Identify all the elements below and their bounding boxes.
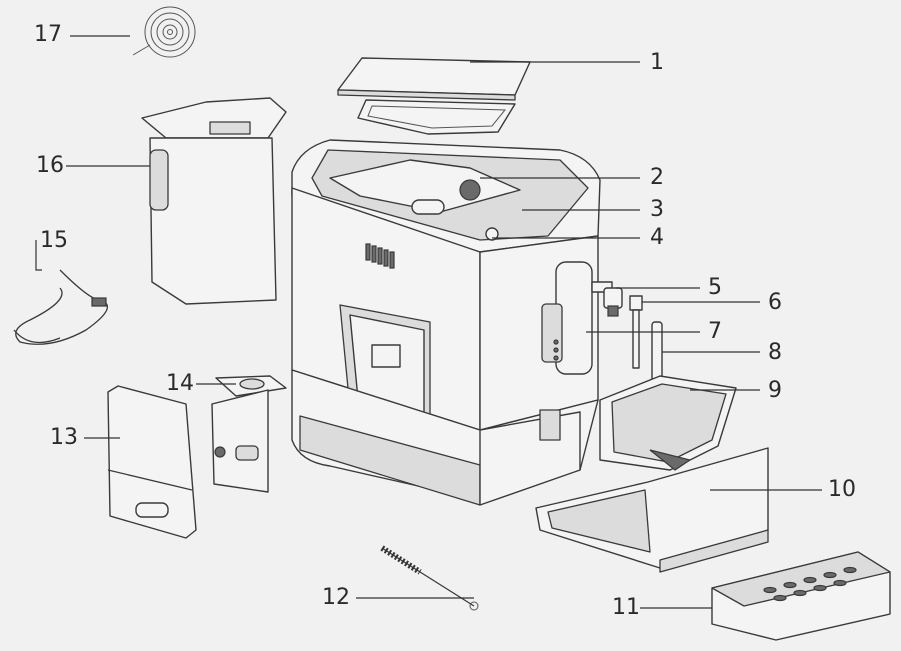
callout-16: 16 (36, 153, 64, 178)
part-16-water-tank (141, 97, 287, 305)
callout-13: 13 (50, 425, 78, 450)
vent-slots (365, 243, 395, 269)
callout-5: 5 (708, 275, 722, 300)
callout-14: 14 (166, 371, 194, 396)
callout-4: 4 (650, 225, 664, 250)
part-5-nozzle (603, 287, 623, 317)
part-1-lid (337, 57, 531, 135)
callout-10: 10 (828, 477, 856, 502)
part-11-grille (711, 551, 891, 641)
part-9-grounds-container (599, 375, 737, 471)
part-7-frother (541, 261, 613, 375)
callout-11: 11 (612, 595, 640, 620)
part-6-tip (629, 295, 643, 369)
callout-2: 2 (650, 165, 664, 190)
part-15-power-cord (13, 269, 109, 345)
callout-17: 17 (34, 22, 62, 47)
leader-lines (35, 35, 822, 609)
callout-6: 6 (768, 290, 782, 315)
part-17-coil (132, 6, 196, 58)
callout-9: 9 (768, 378, 782, 403)
callout-8: 8 (768, 340, 782, 365)
part-8-tube (651, 321, 663, 385)
part-13-panel (107, 385, 197, 539)
callout-7: 7 (708, 319, 722, 344)
callout-12: 12 (322, 585, 350, 610)
callout-1: 1 (650, 50, 664, 75)
callout-15: 15 (40, 228, 68, 253)
part-12-brush (380, 545, 479, 611)
part-10-drip-tray (535, 447, 769, 573)
part-14-brew-unit (211, 375, 287, 493)
callout-3: 3 (650, 197, 664, 222)
part-main-body (291, 139, 601, 506)
